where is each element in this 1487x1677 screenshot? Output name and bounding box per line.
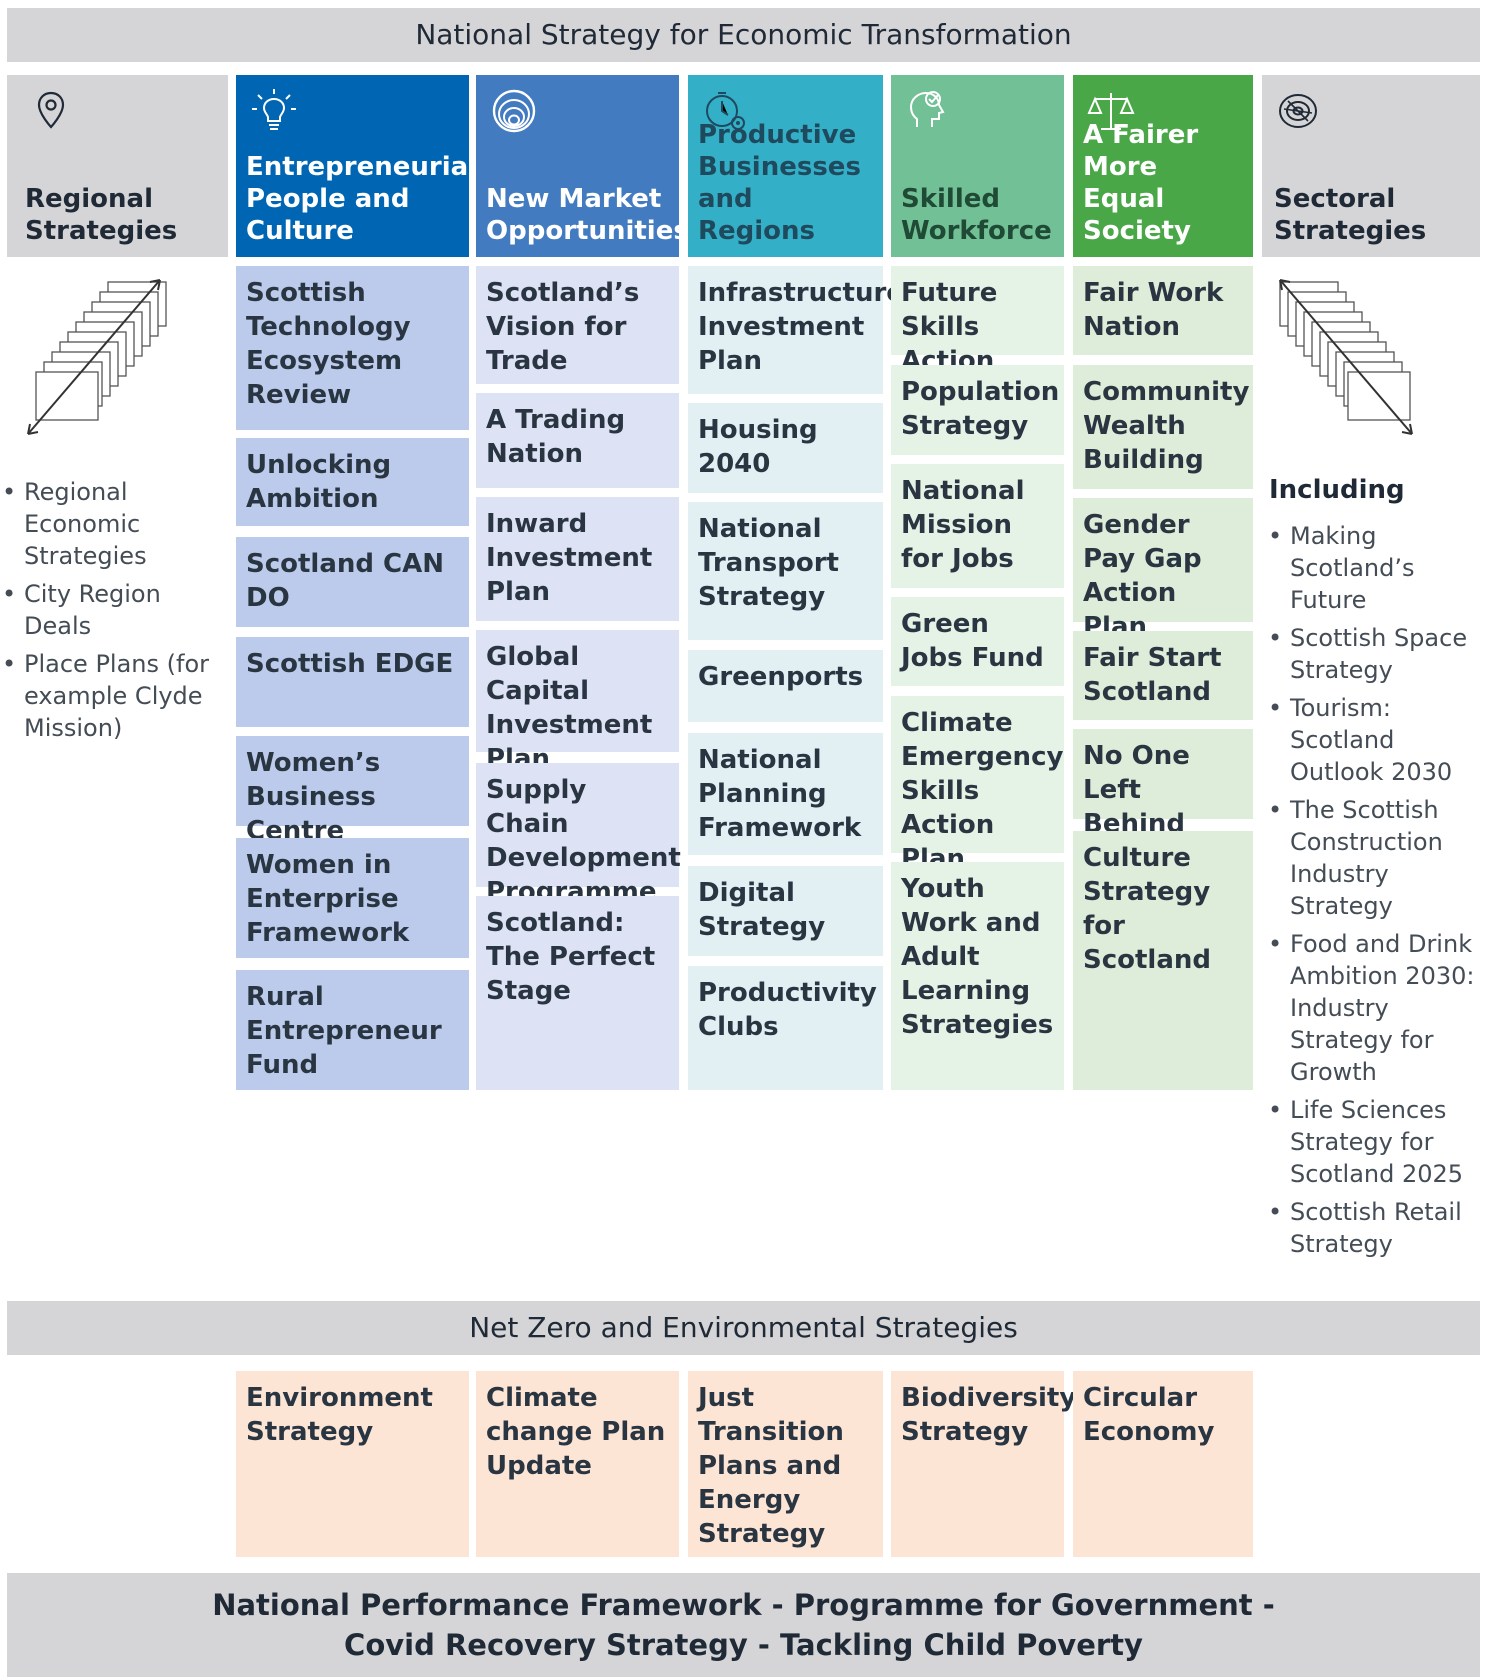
strategy-cell: Youth Work and Adult Learning Strategies (891, 862, 1064, 1090)
head-target-icon (905, 87, 953, 135)
strategy-cell: Women’s Business Centre (236, 736, 469, 846)
strategy-cell: Inward Investment Plan (476, 497, 679, 621)
column-title: Productive Businesses and Regions (698, 120, 861, 246)
strategy-cell: Scotland CAN DO (236, 537, 469, 627)
strategy-cell: National Mission for Jobs (891, 464, 1064, 588)
clock-gear-icon (702, 87, 750, 135)
column-title: New Market Opportunities (486, 184, 689, 246)
strategy-cell: Digital Strategy (688, 866, 883, 956)
net-zero-band: Net Zero and Environmental Strategies (7, 1301, 1480, 1355)
list-item: Making Scotland’s Future (1268, 520, 1486, 616)
sectoral-list: Making Scotland’s Future Scottish Space … (1268, 520, 1486, 1266)
top-band: National Strategy for Economic Transform… (7, 8, 1480, 62)
column-title: A Fairer More Equal Society (1083, 120, 1199, 246)
regional-strategies-title: Regional Strategies (25, 184, 178, 246)
list-item: The Scottish Construction Industry Strat… (1268, 794, 1486, 922)
strategy-cell: Women in Enterprise Framework (236, 838, 469, 958)
strategy-cell: No One Left Behind (1073, 729, 1253, 839)
list-item: Food and Drink Ambition 2030: Industry S… (1268, 928, 1486, 1088)
strategy-cell: Fair Start Scotland (1073, 631, 1253, 720)
strategy-cell: Scotland’s Vision for Trade (476, 266, 679, 384)
column-title: Entrepreneurial People and Culture (246, 152, 478, 246)
regional-stack-illustration (20, 272, 170, 442)
strategy-cell: Supply Chain Development Programme (476, 763, 681, 907)
strategy-cell: Fair Work Nation (1073, 266, 1253, 355)
list-item: Life Sciences Strategy for Scotland 2025 (1268, 1094, 1486, 1190)
strategy-cell: Unlocking Ambition (236, 438, 469, 526)
net-zero-cell: Climate change Plan Update (476, 1371, 679, 1557)
strategy-cell: Greenports (688, 650, 883, 722)
net-zero-cell: Just Transition Plans and Energy Strateg… (688, 1371, 883, 1557)
bottom-band-line-2: Covid Recovery Strategy - Tackling Child… (344, 1628, 1143, 1662)
regional-strategies-header: Regional Strategies (7, 75, 228, 257)
location-pin-icon (27, 87, 75, 135)
strategy-cell: Population Strategy (891, 365, 1064, 455)
target-rings-icon (1274, 87, 1322, 135)
regional-list: Regional Economic Strategies City Region… (2, 476, 227, 750)
lightbulb-icon (250, 87, 298, 135)
strategy-cell: Scotland: The Perfect Stage (476, 896, 679, 1090)
strategy-cell: Global Capital Investment Plan (476, 630, 679, 774)
column-header-new-market: New Market Opportunities (476, 75, 689, 257)
scales-icon (1087, 87, 1135, 135)
column-header-entrepreneurial: Entrepreneurial People and Culture (236, 75, 478, 257)
list-item: City Region Deals (2, 578, 227, 642)
list-item: Place Plans (for example Clyde Mission) (2, 648, 227, 744)
bottom-band-line-1: National Performance Framework - Program… (212, 1588, 1275, 1622)
including-label: Including (1269, 475, 1405, 505)
strategy-cell: Scottish EDGE (236, 637, 469, 727)
list-item: Scottish Retail Strategy (1268, 1196, 1486, 1260)
column-header-fairer: A Fairer More Equal Society (1073, 75, 1253, 257)
strategy-cell: A Trading Nation (476, 393, 679, 488)
strategy-cell: Future Skills Action Plan (891, 266, 1064, 410)
strategy-cell: Culture Strategy for Scotland (1073, 831, 1253, 1090)
column-title: Skilled Workforce (901, 184, 1052, 246)
net-zero-title: Net Zero and Environmental Strategies (469, 1311, 1018, 1344)
strategy-cell: Gender Pay Gap Action Plan (1073, 498, 1253, 642)
globe-icon (490, 87, 538, 135)
strategy-cell: Rural Entrepreneur Fund (236, 970, 469, 1090)
net-zero-cell: Circular Economy (1073, 1371, 1253, 1557)
strategy-cell: National Transport Strategy (688, 502, 883, 640)
strategy-cell: Climate Emergency Skills Action Plan (891, 696, 1064, 874)
strategy-cell: Scottish Technology Ecosystem Review (236, 266, 469, 430)
strategy-cell: Housing 2040 (688, 403, 883, 493)
net-zero-cell: Environment Strategy (236, 1371, 469, 1557)
column-header-skilled: Skilled Workforce (891, 75, 1064, 257)
bottom-band: National Performance Framework - Program… (7, 1573, 1480, 1677)
list-item: Tourism: Scotland Outlook 2030 (1268, 692, 1486, 788)
list-item: Scottish Space Strategy (1268, 622, 1486, 686)
sectoral-strategies-title: Sectoral Strategies (1274, 184, 1427, 246)
strategy-cell: Community Wealth Building (1073, 365, 1253, 489)
sectoral-stack-illustration (1270, 272, 1420, 442)
strategy-cell: Infrastructure Investment Plan (688, 266, 904, 394)
strategy-cell: Productivity Clubs (688, 966, 883, 1090)
column-header-productive: Productive Businesses and Regions (688, 75, 883, 257)
strategy-cell: Green Jobs Fund (891, 597, 1064, 686)
net-zero-cell: Biodiversity Strategy (891, 1371, 1076, 1557)
sectoral-strategies-header: Sectoral Strategies (1262, 75, 1480, 257)
list-item: Regional Economic Strategies (2, 476, 227, 572)
top-band-title: National Strategy for Economic Transform… (415, 18, 1072, 51)
strategy-cell: National Planning Framework (688, 733, 883, 855)
